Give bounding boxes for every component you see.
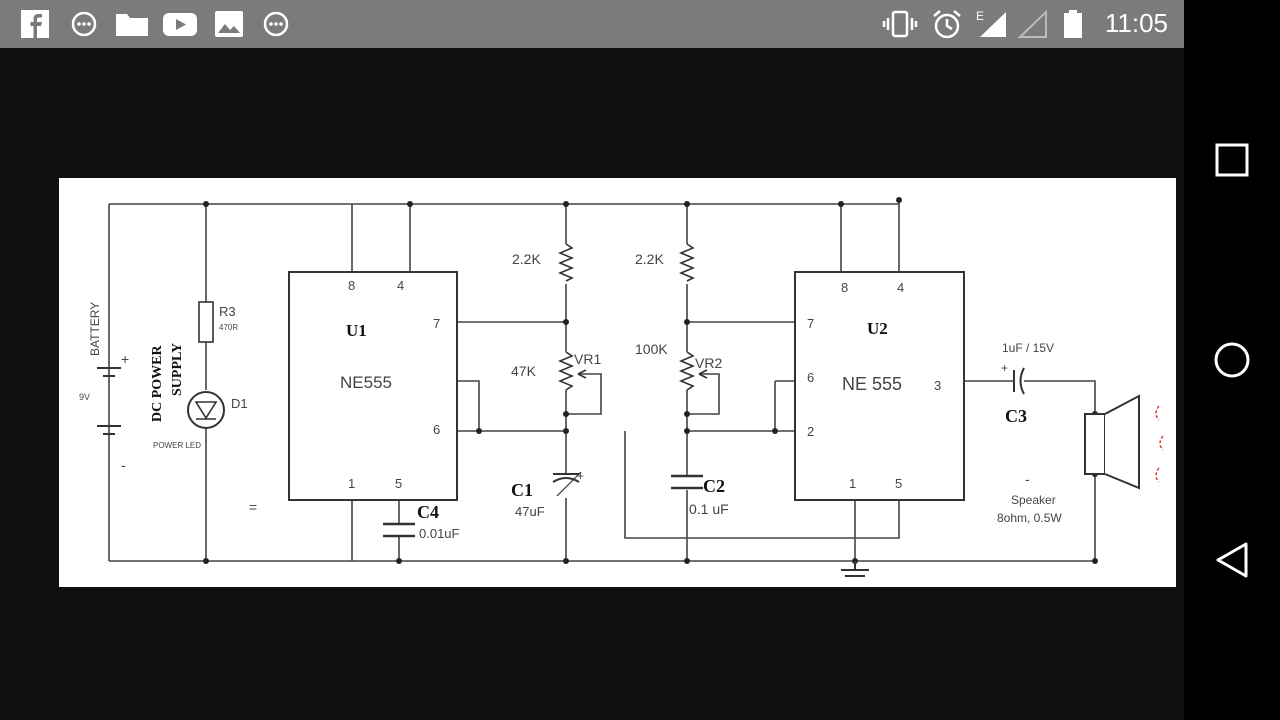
ground-mark: = [249, 499, 257, 515]
c3-value: 1uF / 15V [1002, 341, 1054, 355]
network-type: E [976, 10, 984, 23]
navigation-bar [1184, 0, 1280, 720]
u2-pin2: 2 [807, 424, 814, 439]
u1-chip: 8 4 7 6 1 5 U1 NE555 [288, 271, 458, 501]
youtube-icon [162, 10, 198, 38]
resistor-2k2-b [678, 243, 696, 282]
battery-voltage: 9V [79, 392, 90, 402]
chat-bubble-icon [70, 10, 98, 38]
u2-pin7: 7 [807, 316, 814, 331]
r3-value: 470R [219, 323, 238, 332]
d1-desc: POWER LED [153, 441, 201, 450]
vr1-potentiometer [557, 351, 575, 391]
u2-pin1: 1 [849, 476, 856, 491]
gallery-icon [214, 10, 244, 38]
schematic-drawing: 8 4 7 6 1 5 U1 NE555 8 4 7 6 2 3 1 5 U2 [79, 197, 1164, 577]
c1-capacitor [552, 471, 582, 497]
u1-pin7: 7 [433, 316, 440, 331]
supply-label: SUPPLY [170, 343, 185, 396]
r3-resistor [198, 301, 214, 343]
vibrate-icon [882, 10, 918, 38]
c3-capacitor [1013, 367, 1025, 395]
c2-capacitor [671, 474, 703, 490]
c1-ref: C1 [511, 480, 533, 500]
signal-icon: E [976, 10, 1008, 38]
u2-chip: 8 4 7 6 2 3 1 5 U2 NE 555 [794, 271, 965, 501]
c4-value: 0.01uF [419, 526, 460, 541]
u1-ref: U1 [346, 321, 367, 340]
battery-icon [1062, 10, 1084, 38]
c2-value: 0.1 uF [689, 501, 729, 517]
battery-symbol: BATTERY 9V + - [79, 302, 129, 473]
status-bar: E 11:05 [0, 0, 1184, 48]
u1-pin4: 4 [397, 278, 404, 293]
dc-power-label: DC POWER [150, 345, 165, 423]
folder-icon [114, 10, 150, 38]
u2-pin5: 5 [895, 476, 902, 491]
circuit-schematic-image[interactable]: 8 4 7 6 1 5 U1 NE555 8 4 7 6 2 3 1 5 U2 [59, 178, 1176, 587]
speaker-minus: - [1025, 471, 1030, 487]
u2-pin8: 8 [841, 280, 848, 295]
u1-pin5: 5 [395, 476, 402, 491]
signal-empty-icon [1016, 10, 1048, 38]
c2-ref: C2 [703, 476, 725, 496]
c4-capacitor [383, 522, 415, 538]
d1-ref: D1 [231, 396, 248, 411]
vr2-value: 100K [635, 341, 668, 357]
ground-symbol [841, 561, 869, 577]
speaker-label: Speaker [1011, 493, 1056, 507]
alarm-icon [930, 10, 964, 39]
u2-ref: U2 [867, 319, 888, 338]
c1-value: 47uF [515, 504, 545, 519]
u1-part: NE555 [340, 373, 392, 392]
battery-minus: - [121, 457, 126, 473]
u2-pin3: 3 [934, 378, 941, 393]
speaker-spec: 8ohm, 0.5W [997, 511, 1062, 525]
c4-ref: C4 [417, 502, 439, 522]
speaker-symbol [1084, 394, 1164, 490]
u1-pin1: 1 [348, 476, 355, 491]
chat-bubble-icon [262, 10, 290, 38]
u1-pin6: 6 [433, 422, 440, 437]
d1-led [187, 391, 225, 429]
c1-plus: + [577, 469, 584, 483]
vr2-potentiometer [678, 351, 696, 391]
square-icon [1215, 143, 1249, 177]
circle-icon [1214, 342, 1250, 378]
image-viewer[interactable]: 8 4 7 6 1 5 U1 NE555 8 4 7 6 2 3 1 5 U2 [0, 48, 1184, 720]
r-top1-value: 2.2K [512, 251, 541, 267]
vr1-value: 47K [511, 363, 537, 379]
c3-ref: C3 [1005, 406, 1027, 426]
u2-pin6: 6 [807, 370, 814, 385]
r-top2-value: 2.2K [635, 251, 664, 267]
home-button[interactable] [1208, 336, 1256, 384]
vr1-ref: VR1 [574, 351, 601, 367]
u1-pin8: 8 [348, 278, 355, 293]
vr2-ref: VR2 [695, 355, 722, 371]
u2-pin4: 4 [897, 280, 904, 295]
back-button[interactable] [1208, 536, 1256, 584]
facebook-icon [20, 10, 50, 38]
recents-button[interactable] [1208, 136, 1256, 184]
u2-part: NE 555 [842, 374, 902, 394]
resistor-2k2-a [557, 243, 575, 282]
c3-plus: + [1001, 361, 1008, 375]
battery-plus: + [121, 351, 129, 367]
battery-label: BATTERY [88, 302, 102, 356]
r3-ref: R3 [219, 304, 236, 319]
clock: 11:05 [1104, 8, 1168, 38]
back-triangle-icon [1216, 542, 1248, 578]
